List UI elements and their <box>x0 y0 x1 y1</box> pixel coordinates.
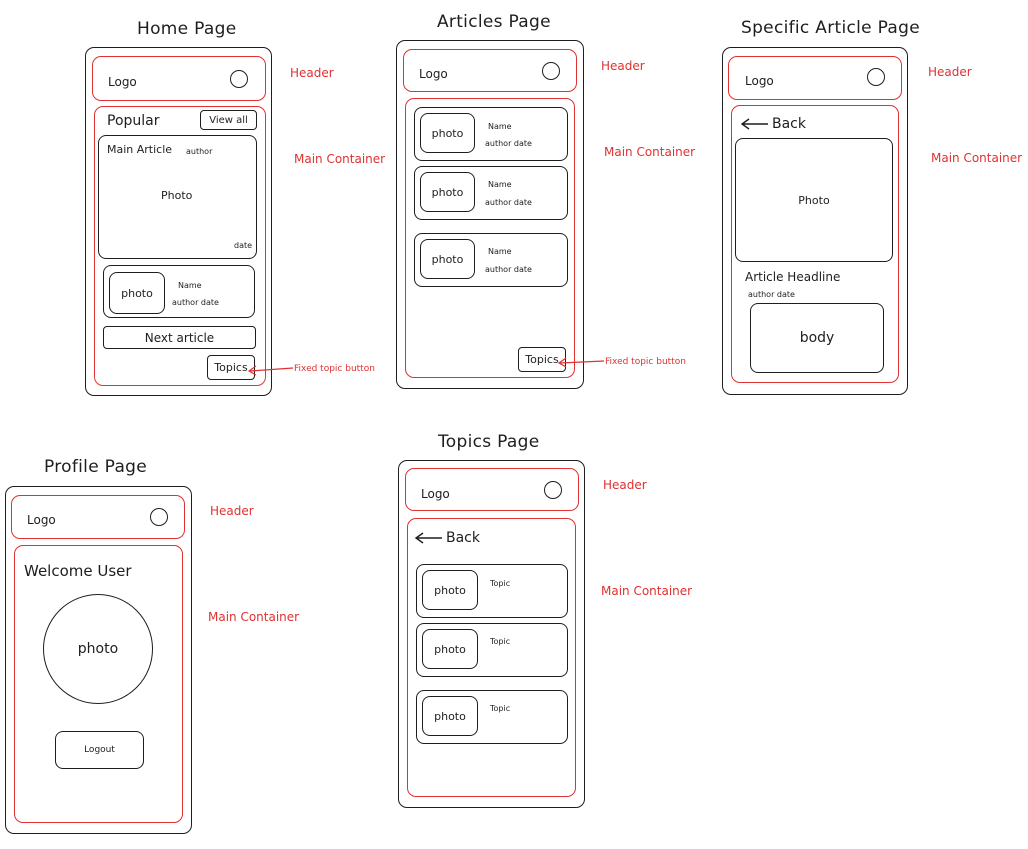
articles-card-author-date: author date <box>485 139 532 148</box>
specific-header <box>728 56 902 100</box>
back-arrow-icon <box>414 532 442 544</box>
specific-article-photo: Photo <box>735 138 893 262</box>
topic-card-photo: photo <box>422 570 478 610</box>
home-article-card-author-date: author date <box>172 298 219 307</box>
home-header <box>92 56 266 101</box>
topic-card-label: Topic <box>490 704 511 713</box>
topic-card-label: Topic <box>490 637 511 646</box>
topics-header-label: Header <box>603 478 647 492</box>
topic-card-label: Topic <box>490 579 511 588</box>
profile-logo: Logo <box>27 513 56 527</box>
specific-back-label: Back <box>772 116 806 132</box>
specific-back-button[interactable]: Back <box>740 116 806 132</box>
topics-logo: Logo <box>421 487 450 501</box>
articles-card-name: Name <box>488 247 512 256</box>
home-article-card-photo: photo <box>109 272 165 314</box>
specific-article-author-date: author date <box>748 290 795 299</box>
specific-article-headline: Article Headline <box>745 270 841 284</box>
back-arrow-icon <box>740 118 768 130</box>
profile-main-label: Main Container <box>208 610 300 624</box>
home-logo: Logo <box>108 75 137 89</box>
specific-main-container <box>731 105 899 383</box>
specific-main-label: Main Container <box>931 151 1023 165</box>
topics-back-label: Back <box>446 530 480 546</box>
home-fixed-topic-arrow <box>247 365 294 376</box>
home-main-container <box>94 106 266 386</box>
home-main-article-label: Main Article <box>107 143 173 156</box>
specific-header-label: Header <box>928 65 972 79</box>
profile-main-container <box>14 545 183 823</box>
home-main-article-photo: Photo <box>161 189 193 202</box>
articles-page-title: Articles Page <box>437 12 551 32</box>
articles-main-label: Main Container <box>604 145 696 159</box>
specific-avatar-icon[interactable] <box>867 68 885 86</box>
profile-photo: photo <box>43 594 153 704</box>
specific-article-body: body <box>750 303 884 373</box>
articles-main-container <box>405 98 575 378</box>
topic-card-photo: photo <box>422 629 478 669</box>
home-page-title: Home Page <box>137 19 237 39</box>
topics-header <box>405 468 579 511</box>
topics-back-button[interactable]: Back <box>414 530 480 546</box>
view-all-button[interactable]: View all <box>200 110 257 130</box>
home-header-label: Header <box>290 66 334 80</box>
topics-main-label: Main Container <box>601 584 693 598</box>
articles-card-author-date: author date <box>485 265 532 274</box>
home-main-article-author: author <box>186 147 213 156</box>
articles-avatar-icon[interactable] <box>542 62 560 80</box>
articles-card-name: Name <box>488 180 512 189</box>
articles-card-photo: photo <box>420 113 475 153</box>
articles-header-label: Header <box>601 59 645 73</box>
home-main-label: Main Container <box>294 152 386 166</box>
specific-page-title: Specific Article Page <box>741 18 920 38</box>
home-fixed-topic-label: Fixed topic button <box>294 364 375 374</box>
specific-logo: Logo <box>745 74 774 88</box>
home-topics-button[interactable]: Topics <box>207 355 255 380</box>
articles-card-author-date: author date <box>485 198 532 207</box>
profile-header-label: Header <box>210 504 254 518</box>
home-main-article-date: date <box>234 241 253 250</box>
profile-avatar-icon[interactable] <box>150 508 168 526</box>
topic-card-photo: photo <box>422 696 478 736</box>
articles-fixed-topic-label: Fixed topic button <box>605 357 686 367</box>
articles-fixed-topic-arrow <box>557 357 605 368</box>
profile-welcome-text: Welcome User <box>24 562 132 580</box>
articles-card-name: Name <box>488 122 512 131</box>
articles-card-photo: photo <box>420 172 475 212</box>
topics-avatar-icon[interactable] <box>544 481 562 499</box>
logout-button[interactable]: Logout <box>55 731 144 769</box>
articles-logo: Logo <box>419 67 448 81</box>
profile-header <box>11 495 185 539</box>
home-avatar-icon[interactable] <box>230 70 248 88</box>
topics-page-title: Topics Page <box>438 432 540 452</box>
next-article-button[interactable]: Next article <box>103 326 256 349</box>
articles-card-photo: photo <box>420 239 475 279</box>
home-main-article-card[interactable] <box>98 135 257 259</box>
articles-header <box>403 49 577 92</box>
home-article-card-name: Name <box>178 281 202 290</box>
home-popular-heading: Popular <box>107 113 160 129</box>
topics-main-container <box>407 518 576 797</box>
profile-page-title: Profile Page <box>44 457 148 477</box>
articles-topics-button[interactable]: Topics <box>518 347 566 372</box>
